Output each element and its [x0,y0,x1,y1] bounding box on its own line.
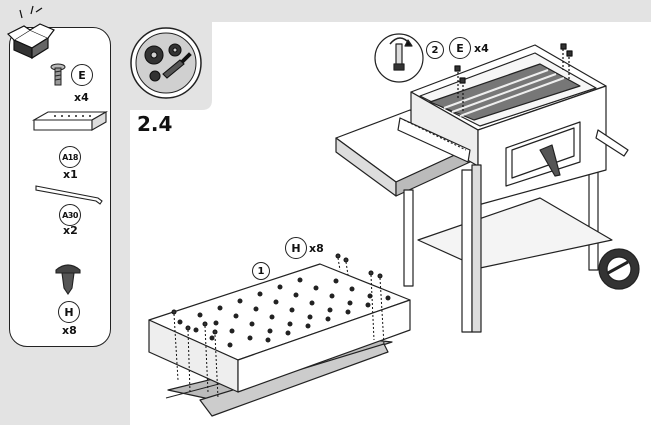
part-qty-h: x8 [62,324,77,337]
part-label-a30: A30 [59,204,81,226]
part-qty-a30: x2 [63,224,78,237]
callout-qty-h: x8 [309,242,324,255]
step-number: 2.4 [137,112,173,136]
part-qty-a18: x1 [63,168,78,181]
tray-holes [177,277,391,348]
part-label-a18: A18 [59,146,81,168]
part-qty-e: x4 [74,91,89,104]
part-label-e: E [71,64,93,86]
step-callout-1: 1 [252,262,270,280]
callout-part-e: E [449,37,471,59]
callout-qty-e: x4 [474,42,489,55]
part-label-h: H [58,301,80,323]
step-callout-2: 2 [426,41,444,59]
callout-part-h: H [285,237,307,259]
